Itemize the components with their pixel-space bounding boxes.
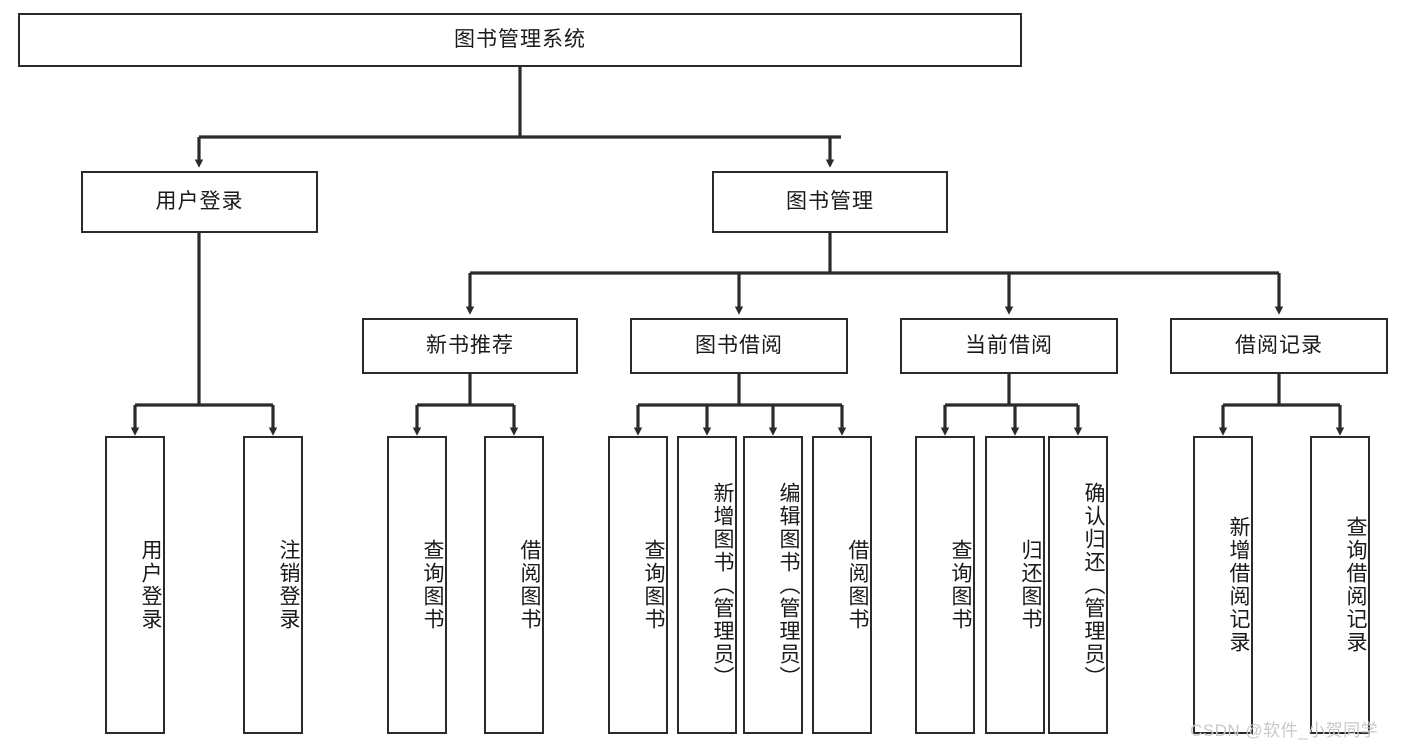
- node-user-login-label: 用户登录: [155, 190, 244, 214]
- node-leaf-return-book-label: 归还图书: [1019, 539, 1042, 631]
- node-leaf-user-login[interactable]: 用户登录: [105, 436, 165, 734]
- node-leaf-query-book-rec-label: 查询图书: [421, 539, 444, 631]
- node-leaf-query-book-rec[interactable]: 查询图书: [387, 436, 447, 734]
- node-borrow-record-label: 借阅记录: [1235, 334, 1323, 358]
- node-book-manage-label: 图书管理: [786, 190, 874, 214]
- node-borrow-record[interactable]: 借阅记录: [1170, 318, 1388, 374]
- node-book-borrow[interactable]: 图书借阅: [630, 318, 848, 374]
- csdn-watermark: CSDN @软件_小贺同学: [1190, 721, 1379, 740]
- node-book-borrow-label: 图书借阅: [695, 334, 783, 358]
- node-leaf-add-borrow-record-label: 新增借阅记录: [1227, 516, 1250, 654]
- node-leaf-user-login-label: 用户登录: [139, 539, 162, 631]
- node-user-login[interactable]: 用户登录: [81, 171, 318, 233]
- node-leaf-user-logout-label: 注销登录: [277, 539, 300, 631]
- node-leaf-borrow-book-label: 借阅图书: [846, 539, 869, 631]
- node-current-borrow[interactable]: 当前借阅: [900, 318, 1118, 374]
- node-current-borrow-label: 当前借阅: [965, 334, 1053, 358]
- node-leaf-add-book-admin-label: 新增图书（管理员）: [711, 481, 734, 689]
- node-leaf-user-logout[interactable]: 注销登录: [243, 436, 303, 734]
- node-leaf-edit-book-admin-label: 编辑图书（管理员）: [777, 481, 800, 689]
- node-new-book-recommend[interactable]: 新书推荐: [362, 318, 578, 374]
- node-leaf-query-book-current-label: 查询图书: [949, 539, 972, 631]
- node-new-book-recommend-label: 新书推荐: [426, 334, 514, 358]
- node-leaf-query-book-borrow[interactable]: 查询图书: [608, 436, 668, 734]
- node-leaf-query-borrow-record[interactable]: 查询借阅记录: [1310, 436, 1370, 734]
- node-leaf-return-book[interactable]: 归还图书: [985, 436, 1045, 734]
- node-leaf-query-book-current[interactable]: 查询图书: [915, 436, 975, 734]
- node-leaf-borrow-book[interactable]: 借阅图书: [812, 436, 872, 734]
- node-leaf-confirm-return-admin[interactable]: 确认归还（管理员）: [1048, 436, 1108, 734]
- node-leaf-borrow-book-rec[interactable]: 借阅图书: [484, 436, 544, 734]
- node-leaf-query-book-borrow-label: 查询图书: [642, 539, 665, 631]
- node-leaf-confirm-return-admin-label: 确认归还（管理员）: [1082, 481, 1105, 689]
- node-root[interactable]: 图书管理系统: [18, 13, 1022, 67]
- node-book-manage[interactable]: 图书管理: [712, 171, 948, 233]
- node-leaf-add-borrow-record[interactable]: 新增借阅记录: [1193, 436, 1253, 734]
- node-leaf-borrow-book-rec-label: 借阅图书: [518, 539, 541, 631]
- node-leaf-add-book-admin[interactable]: 新增图书（管理员）: [677, 436, 737, 734]
- node-root-label: 图书管理系统: [454, 28, 586, 52]
- node-leaf-query-borrow-record-label: 查询借阅记录: [1344, 516, 1367, 654]
- node-leaf-edit-book-admin[interactable]: 编辑图书（管理员）: [743, 436, 803, 734]
